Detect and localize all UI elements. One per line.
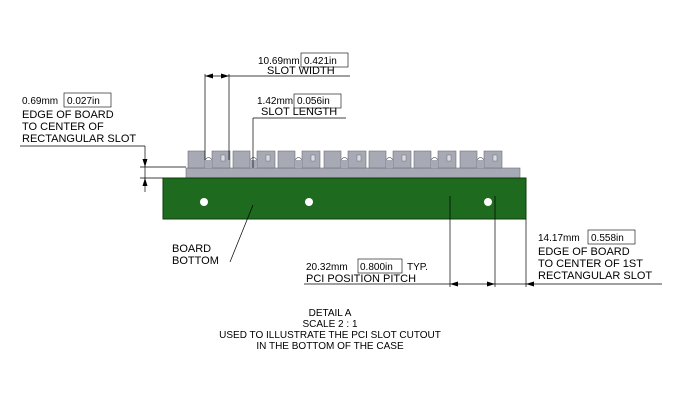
dimension-arrows	[142, 73, 534, 287]
first-slot-label: 14.17mm 0.558in EDGE OF BOARD TO CENTER …	[538, 233, 652, 282]
pitch-mm: 20.32mm	[306, 262, 348, 273]
slot-length-mm: 1.42mm	[257, 96, 293, 107]
detail-line2: IN THE BOTTOM OF THE CASE	[256, 341, 404, 352]
edge-rect-in: 0.027in	[67, 96, 100, 107]
detail-caption: DETAIL A SCALE 2 : 1 USED TO ILLUSTRATE …	[219, 308, 441, 352]
pitch-typ: TYP.	[407, 262, 428, 273]
via-hole	[200, 198, 208, 206]
tab-bridge	[205, 160, 212, 168]
board-bottom-leader	[229, 204, 254, 263]
edge-rect-line3: RECTANGULAR SLOT	[22, 133, 136, 145]
slot-tab	[232, 150, 276, 169]
arrow	[205, 73, 213, 79]
slot-hook	[385, 157, 394, 161]
rect-notch	[220, 154, 226, 162]
rect-notch	[446, 154, 452, 162]
value-boxes	[63, 52, 636, 274]
via-hole	[484, 198, 492, 206]
slot-hook	[476, 157, 485, 161]
edge-rect-line2: TO CENTER OF	[22, 121, 104, 133]
slot-length-in: 0.056in	[297, 96, 330, 107]
pitch-caption: PCI POSITION PITCH	[306, 273, 416, 285]
detail-line1: USED TO ILLUSTRATE THE PCI SLOT CUTOUT	[219, 330, 441, 341]
slot-hook	[430, 157, 439, 161]
edge-rect-label: 0.69mm 0.027in EDGE OF BOARD TO CENTER O…	[22, 96, 136, 145]
slot-hook	[204, 157, 213, 161]
board-bottom-label: BOARD BOTTOM	[172, 243, 219, 267]
slot-width-in-box	[300, 52, 349, 68]
tab-bridge	[431, 160, 438, 168]
board	[162, 177, 527, 220]
slot-tab	[368, 150, 412, 169]
detail-scale: SCALE 2 : 1	[302, 319, 357, 330]
bracket-base	[185, 167, 521, 179]
first-slot-mm: 14.17mm	[538, 233, 580, 244]
first-slot-line3: RECTANGULAR SLOT	[538, 270, 652, 282]
slot-tab	[323, 150, 367, 169]
rect-notch	[310, 154, 316, 162]
slot-length-caption: SLOT LENGTH	[261, 106, 337, 118]
slot-tabs	[187, 150, 503, 169]
tab-block-left	[413, 150, 432, 169]
slot-tab	[413, 150, 457, 169]
slot-hook	[249, 157, 258, 161]
tab-bridge	[477, 160, 484, 168]
board-vias	[200, 198, 492, 206]
board-bottom-line2: BOTTOM	[172, 255, 219, 267]
arrow	[487, 281, 495, 287]
slot-length-in-box	[293, 93, 342, 109]
pitch-in-box	[357, 258, 403, 274]
first-slot-line1: EDGE OF BOARD	[538, 246, 630, 258]
first-slot-line2: TO CENTER OF 1ST	[538, 258, 643, 270]
slot-length-label: 1.42mm 0.056in SLOT LENGTH	[257, 96, 337, 118]
tab-bridge	[341, 160, 348, 168]
edge-rect-in-box	[63, 92, 112, 108]
tab-block-left	[323, 150, 342, 169]
slot-tab	[187, 150, 231, 169]
slot-hook	[294, 157, 303, 161]
slot-tab	[459, 150, 503, 169]
slot-width-label: 10.69mm 0.421in SLOT WIDTH	[258, 56, 337, 77]
pitch-in: 0.800in	[360, 262, 393, 273]
tab-block-left	[277, 150, 296, 169]
via-hole	[305, 198, 313, 206]
arrow	[526, 281, 534, 287]
board-bottom-line1: BOARD	[172, 243, 211, 255]
first-slot-in-box	[587, 229, 636, 245]
tab-block-left	[232, 150, 251, 169]
arrow	[142, 178, 148, 186]
tab-bridge	[295, 160, 302, 168]
rect-notch	[356, 154, 362, 162]
first-slot-in: 0.558in	[591, 233, 624, 244]
arrow	[142, 159, 148, 167]
detail-title: DETAIL A	[309, 308, 352, 319]
edge-rect-line1: EDGE OF BOARD	[22, 109, 114, 121]
tab-bridge	[250, 160, 257, 168]
slot-tab	[277, 150, 321, 169]
rect-notch	[401, 154, 407, 162]
slot-hook	[340, 157, 349, 161]
tab-block-left	[459, 150, 478, 169]
arrow	[221, 73, 229, 79]
slot-width-caption: SLOT WIDTH	[267, 65, 335, 77]
bracket-strip	[185, 150, 521, 179]
pitch-label: 20.32mm 0.800in TYP. PCI POSITION PITCH	[306, 262, 428, 285]
edge-rect-mm: 0.69mm	[22, 96, 58, 107]
tab-bridge	[386, 160, 393, 168]
rect-notch	[265, 154, 271, 162]
tab-block-left	[368, 150, 387, 169]
rect-notch	[492, 154, 498, 162]
slot-width-in: 0.421in	[304, 56, 337, 67]
tab-block-left	[187, 150, 206, 169]
slot-width-mm: 10.69mm	[258, 56, 300, 67]
arrow	[450, 281, 458, 287]
